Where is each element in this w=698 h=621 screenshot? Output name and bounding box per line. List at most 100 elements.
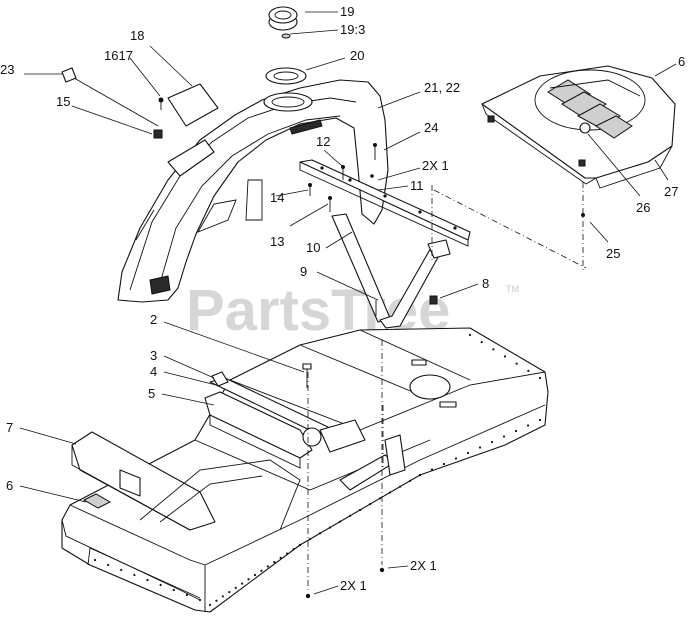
chassis-hole: [273, 561, 276, 564]
chassis-hole: [215, 599, 218, 602]
callout-19: 19: [340, 4, 354, 19]
chassis-hole: [338, 520, 342, 523]
part-6-right-grille-cover: [481, 65, 676, 189]
callout-2: 2: [150, 312, 157, 327]
chassis-hole: [466, 451, 470, 455]
callout-20: 20: [350, 48, 364, 63]
part-18-panel: [167, 83, 219, 127]
chassis-hole: [228, 591, 231, 594]
chassis-hole: [185, 593, 188, 597]
chassis-hole: [442, 462, 446, 466]
callout-26: 26: [636, 200, 650, 215]
callout-7: 7: [6, 420, 13, 435]
chassis-hole: [378, 497, 382, 500]
chassis-hole: [286, 552, 289, 555]
chassis-hole: [358, 508, 362, 512]
chassis-hole: [468, 333, 472, 337]
chassis-hole: [298, 543, 302, 547]
part-20-gasket: [265, 67, 307, 85]
bottom-fasteners: [305, 213, 585, 599]
callout-16-17: 1617: [104, 48, 133, 63]
chassis-hole: [292, 548, 295, 551]
chassis-hole: [454, 457, 458, 460]
callout-18: 18: [130, 28, 144, 43]
part-10-v-bracket: [331, 213, 451, 329]
callout-2x1-top: 2X 1: [422, 158, 449, 173]
callout-23: 23: [0, 62, 14, 77]
callout-14: 14: [270, 190, 284, 205]
chassis-hole: [172, 588, 175, 592]
chassis-hole: [490, 440, 494, 444]
fender-hood-body: [117, 79, 389, 303]
chassis-hole: [514, 429, 518, 433]
chassis-hole: [480, 341, 483, 344]
chassis-hole: [159, 583, 162, 587]
callout-labels: 19 19:3 20 18 1617 23 15 21, 22 2 4 12 2X…: [0, 4, 685, 593]
chassis-hole: [93, 558, 97, 562]
callout-13: 13: [270, 234, 284, 249]
callout-19-3: 19:3: [340, 22, 365, 37]
leader-lines: [19, 11, 677, 595]
callout-25: 25: [606, 246, 620, 261]
chassis-hole: [279, 556, 282, 559]
callout-11: 11: [410, 178, 424, 193]
callout-3: 3: [150, 348, 157, 363]
chassis-hole: [527, 369, 530, 372]
chassis-holes: [93, 333, 542, 607]
chassis-pivot-arm: [339, 434, 406, 491]
chassis-hole: [408, 479, 412, 482]
chassis-hole: [266, 565, 269, 568]
chassis-hole: [538, 376, 542, 380]
watermark-trademark: TM: [506, 284, 519, 294]
part-4-hinge-rod: [209, 377, 366, 453]
chassis-hole: [260, 569, 263, 572]
footrest-channel: [139, 459, 301, 531]
chassis-hole: [398, 485, 402, 488]
part-3-block: [211, 371, 229, 387]
part-2-bolt: [302, 363, 312, 388]
callout-8: 8: [482, 276, 489, 291]
chassis-hole: [120, 568, 123, 572]
chassis-hole: [515, 362, 518, 365]
chassis-hole: [418, 473, 422, 477]
chassis-hole: [208, 603, 212, 607]
chassis-hole: [107, 563, 110, 567]
callout-2x1-bottom-left: 2X 1: [340, 578, 367, 593]
callout-15: 15: [56, 94, 70, 109]
part-19-fuel-cap: [268, 6, 298, 39]
chassis-hole: [221, 595, 224, 598]
chassis-hole: [348, 514, 352, 517]
part-5-bracket-bar: [204, 391, 313, 469]
callout-6-right: 6: [678, 54, 685, 69]
chassis-hole: [253, 573, 257, 577]
chassis-hole: [328, 526, 332, 529]
callout-9: 9: [300, 264, 307, 279]
callout-6-left: 6: [6, 478, 13, 493]
chassis-hole: [234, 586, 237, 589]
chassis-hole: [526, 424, 530, 427]
chassis-hole: [430, 468, 434, 471]
hardware-fasteners: [308, 143, 377, 212]
assembly-centerlines: [307, 182, 587, 590]
chassis-hole: [502, 435, 506, 438]
chassis-hole: [388, 491, 392, 494]
callout-21-22: 21, 22: [424, 80, 460, 95]
callout-12: 12: [316, 134, 330, 149]
part-7-front-panel: [71, 431, 216, 531]
chassis-hole: [318, 532, 322, 535]
part-6-left-plate: [82, 493, 112, 509]
chassis-hole: [503, 355, 507, 358]
chassis-hole: [198, 598, 202, 602]
chassis-hole: [308, 538, 312, 541]
callout-27: 27: [664, 184, 678, 199]
callout-5: 5: [148, 386, 155, 401]
callout-2x1-bottom-right: 2X 1: [410, 558, 437, 573]
callout-10: 10: [306, 240, 320, 255]
chassis-hole: [133, 573, 136, 577]
chassis-hole: [538, 418, 542, 422]
chassis-hole: [146, 578, 149, 582]
chassis-frame: [61, 327, 549, 613]
part-11-cross-bar: [299, 159, 471, 247]
callout-4: 4: [150, 364, 157, 379]
